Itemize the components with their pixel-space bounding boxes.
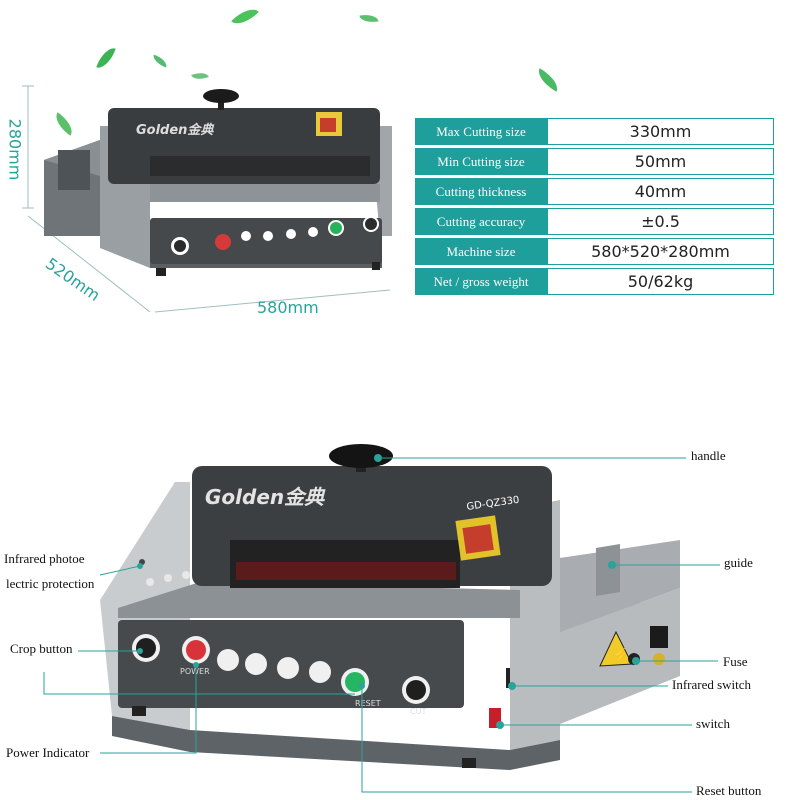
infrared-protection-label-line1: Infrared photoe — [4, 551, 85, 566]
spec-value: 50mm — [547, 148, 774, 175]
fuse-label: Fuse — [723, 654, 748, 669]
width-dimension-label: 580mm — [257, 298, 319, 317]
spec-label: Max Cutting size — [415, 118, 547, 145]
handle-label: handle — [691, 448, 726, 463]
spec-label: Cutting thickness — [415, 178, 547, 205]
spec-value: 580*520*280mm — [547, 238, 774, 265]
spec-row: Cutting accuracy±0.5 — [415, 208, 774, 235]
infrared-protection-label-line2: lectric protection — [6, 576, 95, 591]
spec-label: Cutting accuracy — [415, 208, 547, 235]
svg-text:RESET: RESET — [355, 699, 381, 708]
crop-button-label: Crop button — [10, 641, 73, 656]
spec-label: Net / gross weight — [415, 268, 547, 295]
reset-button-label: Reset button — [696, 783, 762, 798]
spec-value: 330mm — [547, 118, 774, 145]
infrared-switch-label: Infrared switch — [672, 677, 752, 692]
svg-text:CUT: CUT — [410, 707, 426, 716]
spec-label: Min Cutting size — [415, 148, 547, 175]
spec-label: Machine size — [415, 238, 547, 265]
svg-text:⚡: ⚡ — [612, 647, 629, 664]
svg-text:Golden金典: Golden金典 — [136, 122, 214, 138]
brand-logo: Golden金典 — [205, 485, 326, 509]
spec-value: 50/62kg — [547, 268, 774, 295]
guide-label: guide — [724, 555, 753, 570]
spec-value: 40mm — [547, 178, 774, 205]
power-indicator-label: Power Indicator — [6, 745, 90, 760]
spec-value: ±0.5 — [547, 208, 774, 235]
switch-label: switch — [696, 716, 730, 731]
svg-text:POWER: POWER — [180, 667, 210, 676]
